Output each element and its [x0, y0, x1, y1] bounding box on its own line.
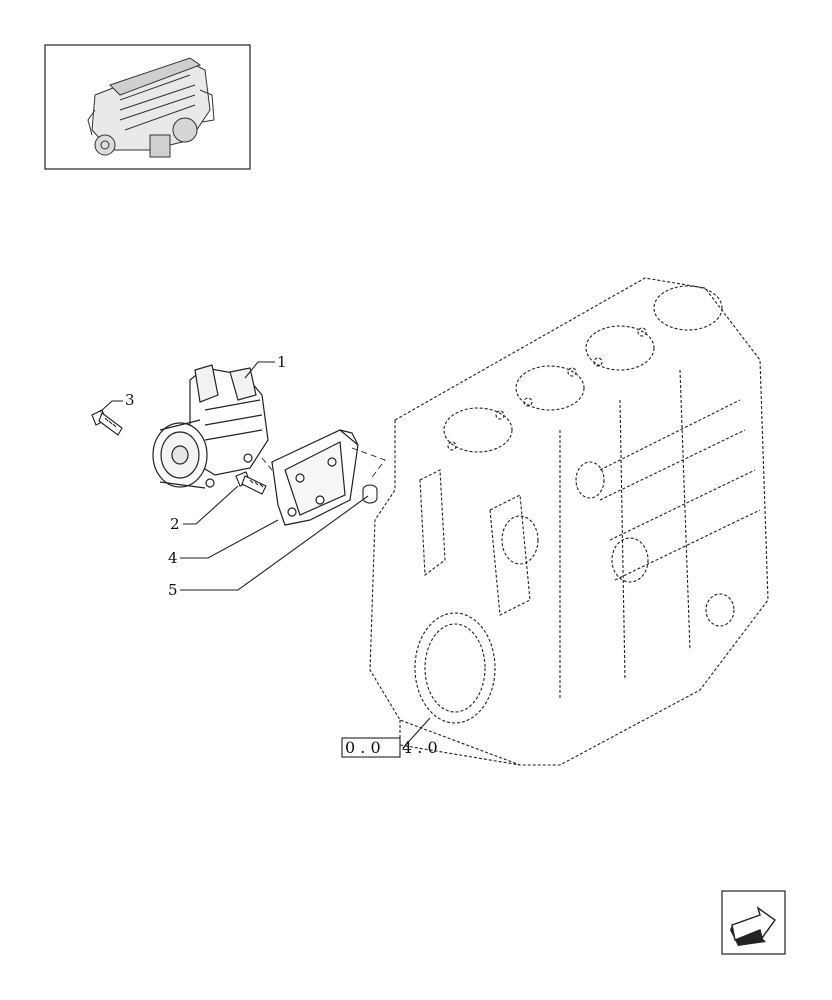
callout-2: 2	[170, 515, 180, 533]
reference-code: 0 . 0 4 . 0	[341, 737, 438, 758]
callout-4: 4	[168, 549, 178, 567]
bolt-long	[91, 409, 123, 436]
engine-block	[369, 277, 769, 766]
callout-3: 3	[125, 391, 135, 409]
next-page-arrow-icon[interactable]	[721, 890, 786, 955]
alignment-lines	[261, 447, 386, 481]
compressor	[152, 364, 269, 489]
reference-boxed: 0 . 0	[345, 738, 381, 757]
bracket	[271, 429, 359, 526]
engine-thumbnail	[44, 44, 251, 170]
callout-1: 1	[277, 353, 287, 371]
callout-5: 5	[168, 581, 178, 599]
reference-rest: 4 . 0	[402, 738, 438, 757]
leader-lines	[99, 361, 431, 749]
spacer	[362, 484, 378, 504]
bolt-short	[235, 471, 267, 495]
